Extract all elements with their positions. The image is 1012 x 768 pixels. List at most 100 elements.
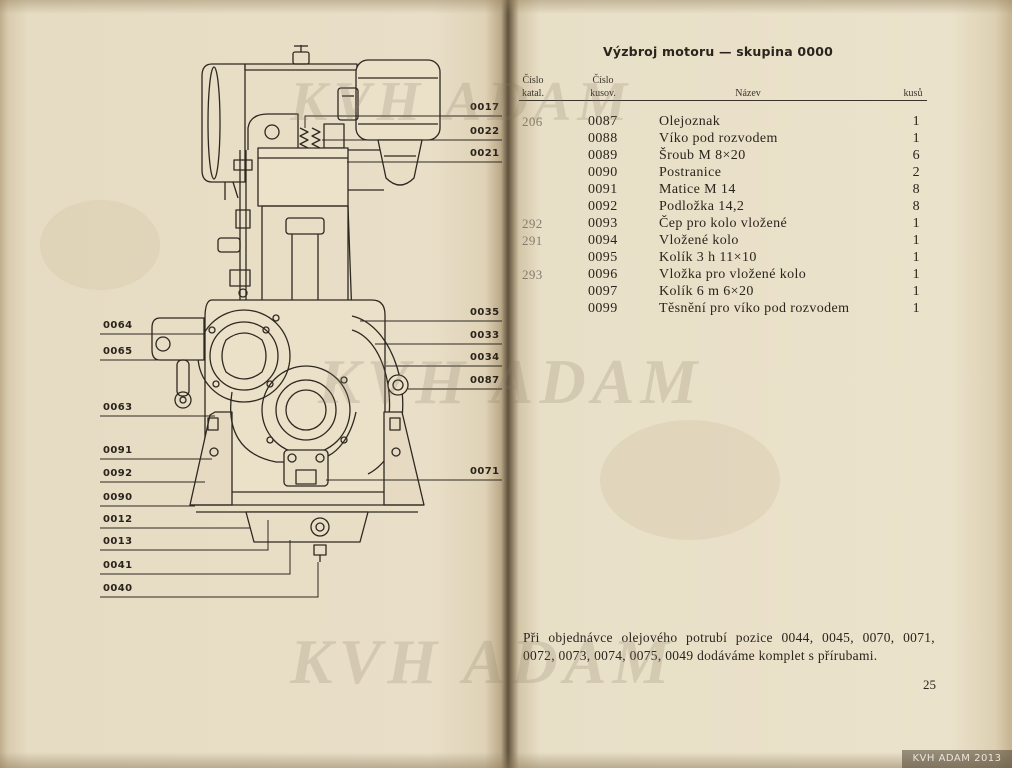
- crankcase-part: [266, 436, 274, 444]
- oil-pump-part: [179, 396, 187, 404]
- fuel-pipes-part: [229, 269, 251, 287]
- fuel-pipes-part: [239, 150, 247, 300]
- cell-kusu: 1: [912, 131, 920, 146]
- cell-katal: 292: [522, 216, 543, 231]
- cell-kusov: 0099: [588, 301, 618, 316]
- engine-diagram-part: [151, 45, 441, 562]
- page-edge-bottom: [0, 752, 1012, 768]
- fuel-pipes-part: [235, 209, 251, 229]
- left-foot-part: [209, 447, 219, 457]
- callout-label: 0087: [470, 375, 500, 386]
- injection-pump-part: [295, 469, 317, 485]
- header-kusov-line1: Číslo: [592, 75, 614, 86]
- callout-label: 0063: [103, 402, 133, 413]
- cell-nazev: Vložené kolo: [659, 233, 739, 248]
- watermark-stamp: KVH ADAM 2013: [902, 750, 1012, 768]
- header-kusov-line2: kusov.: [590, 88, 616, 99]
- cell-kusov: 0087: [588, 114, 618, 129]
- oil-gauge-part: [387, 374, 409, 396]
- cell-nazev: Čep pro kolo vložené: [659, 216, 788, 231]
- cell-nazev: Postranice: [659, 165, 722, 180]
- header-nazev: Název: [735, 88, 761, 99]
- cell-nazev: Olejoznak: [659, 114, 721, 129]
- top-frame: [244, 45, 358, 71]
- oil-sump-part: [313, 544, 327, 556]
- oil-pump-part: [155, 336, 171, 352]
- fuel-pipes-part: [217, 237, 241, 253]
- cell-katal: 293: [522, 267, 543, 282]
- crankcase-part: [212, 380, 220, 388]
- rocker-mechanism-part: [247, 113, 299, 150]
- leader-lines-part: [100, 540, 291, 575]
- callout-label: 0040: [103, 583, 133, 594]
- callout-label: 0033: [470, 330, 500, 341]
- air-filter: [337, 59, 441, 186]
- cell-katal: 206: [522, 114, 543, 129]
- cell-kusu: 2: [912, 165, 920, 180]
- callout-label: 0021: [470, 148, 500, 159]
- paper-stain: [40, 200, 160, 290]
- callout-label: 0012: [103, 514, 133, 525]
- cell-kusov: 0094: [588, 233, 618, 248]
- crankcase-part: [262, 326, 270, 334]
- callout-label: 0064: [103, 320, 133, 331]
- callout-label: 0041: [103, 560, 133, 571]
- cell-kusu: 1: [912, 114, 920, 129]
- header-rule: [519, 100, 927, 101]
- right-foot-part: [389, 417, 401, 431]
- cell-kusov: 0093: [588, 216, 618, 231]
- header-katal: Číslo katal.: [514, 74, 552, 100]
- crankcase-part: [266, 380, 274, 388]
- fuel-pipes-part: [238, 288, 248, 298]
- oil-sump-part: [245, 511, 369, 543]
- oil-gauge-part: [392, 379, 404, 391]
- cylinder-block-part: [285, 217, 325, 235]
- engine-diagram: [100, 45, 502, 598]
- cell-kusu: 1: [912, 301, 920, 316]
- cell-nazev: Kolík 6 m 6×20: [659, 284, 754, 299]
- header-kusov: Číslo kusov.: [583, 74, 623, 100]
- cell-kusu: 1: [912, 267, 920, 282]
- right-foot: [383, 411, 425, 506]
- order-note-line1: Při objednávce olejového potrubí pozice …: [523, 630, 935, 645]
- cell-kusov: 0089: [588, 148, 618, 163]
- oil-pump-part: [174, 391, 192, 409]
- crankcase-part: [275, 379, 337, 441]
- cell-kusu: 8: [912, 199, 920, 214]
- page-number: 25: [923, 677, 936, 692]
- cell-kusu: 8: [912, 182, 920, 197]
- oil-gauge: [387, 374, 409, 396]
- oil-pump-part: [176, 359, 190, 397]
- crankcase-part: [340, 376, 348, 384]
- callout-label: 0022: [470, 126, 500, 137]
- callout-label: 0090: [103, 492, 133, 503]
- air-filter-part: [337, 87, 359, 121]
- paper-stain: [600, 420, 780, 540]
- crankcase-part: [208, 326, 216, 334]
- cell-kusov: 0092: [588, 199, 618, 214]
- base-plate: [190, 504, 424, 513]
- oil-sump: [245, 511, 369, 562]
- cell-kusu: 6: [912, 148, 920, 163]
- callout-label: 0092: [103, 468, 133, 479]
- cell-kusu: 1: [912, 284, 920, 299]
- crankcase-part: [285, 389, 327, 431]
- crankcase-part: [340, 436, 348, 444]
- callout-label: 0013: [103, 536, 133, 547]
- cell-nazev: Vložka pro vložené kolo: [659, 267, 807, 282]
- fuel-tank-part: [207, 66, 221, 180]
- fuel-tank-part: [224, 181, 239, 200]
- fuel-pipes-part: [233, 159, 253, 171]
- callout-label: 0091: [103, 445, 133, 456]
